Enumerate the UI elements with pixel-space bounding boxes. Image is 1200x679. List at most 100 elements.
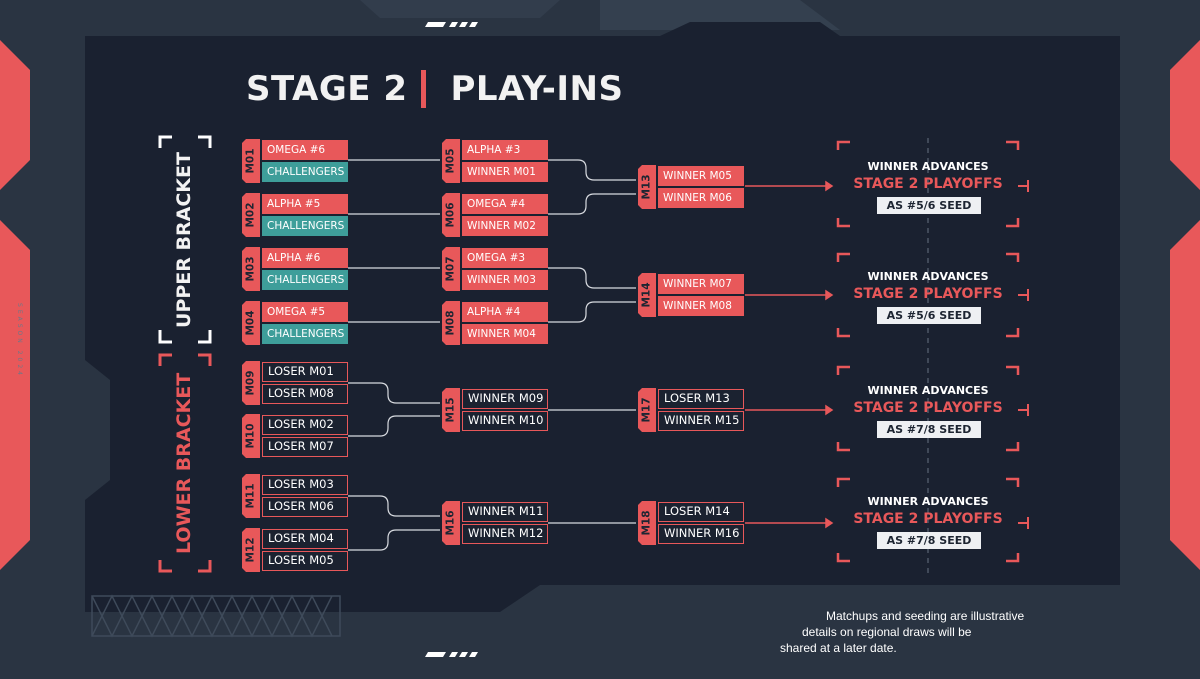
title-phase: PLAY-INS — [450, 69, 624, 109]
team-slot: CHALLENGERS — [262, 324, 348, 344]
match-tab — [442, 301, 460, 345]
match-id: M04 — [245, 310, 257, 336]
match-m18: M18 LOSER M14 WINNER M16 — [638, 501, 744, 545]
team-slot: WINNER M16 — [658, 524, 744, 544]
match-tab — [242, 301, 260, 345]
team-slot: OMEGA #3 — [462, 248, 548, 268]
team-slot: LOSER M06 — [262, 497, 348, 517]
team-slot: LOSER M13 — [658, 389, 744, 409]
team-slot: ALPHA #6 — [262, 248, 348, 268]
team-slot: WINNER M10 — [462, 411, 548, 431]
footnote: Matchups and seeding are illustrative de… — [770, 608, 1060, 656]
team-slot: LOSER M01 — [262, 362, 348, 382]
footnote-line: details on regional draws will be — [802, 625, 972, 639]
match-m05: M05 ALPHA #3 WINNER M01 — [442, 139, 548, 183]
match-tab — [442, 193, 460, 237]
team-slot: WINNER M02 — [462, 216, 548, 236]
team-slot: CHALLENGERS — [262, 216, 348, 236]
match-m17: M17 LOSER M13 WINNER M15 — [638, 388, 744, 432]
advance-destination: STAGE 2 PLAYOFFS — [853, 286, 1003, 302]
match-id: M18 — [641, 510, 653, 536]
page-title: STAGE 2 PLAY-INS — [246, 66, 623, 112]
team-slot: ALPHA #4 — [462, 302, 548, 322]
team-slot: LOSER M03 — [262, 475, 348, 495]
team-slot: LOSER M05 — [262, 551, 348, 571]
match-m11: M11 LOSER M03 LOSER M06 — [242, 474, 348, 518]
match-tab — [242, 528, 260, 572]
advance-heading: WINNER ADVANCES — [867, 384, 989, 397]
team-slot: WINNER M09 — [462, 389, 548, 409]
team-slot: WINNER M03 — [462, 270, 548, 290]
match-id: M15 — [445, 397, 457, 423]
team-slot: WINNER M01 — [462, 162, 548, 182]
match-m07: M07 OMEGA #3 WINNER M03 — [442, 247, 548, 291]
match-m03: M03 ALPHA #6 CHALLENGERS — [242, 247, 348, 291]
match-tab — [242, 361, 260, 405]
seed-badge: AS #5/6 SEED — [877, 307, 981, 324]
team-slot: LOSER M14 — [658, 502, 744, 522]
footnote-line: Matchups and seeding are illustrative — [826, 609, 1025, 623]
match-id: M08 — [445, 310, 457, 336]
match-id: M03 — [245, 256, 257, 282]
season-side-text: SEASON 2024 — [4, 300, 34, 380]
advance-heading: WINNER ADVANCES — [867, 270, 989, 283]
match-id: M14 — [641, 282, 653, 308]
advance-box: WINNER ADVANCES STAGE 2 PLAYOFFS AS #5/6… — [833, 140, 1023, 224]
match-id: M16 — [445, 510, 457, 536]
match-tab — [442, 247, 460, 291]
match-tab — [242, 193, 260, 237]
team-slot: WINNER M04 — [462, 324, 548, 344]
team-slot: CHALLENGERS — [262, 270, 348, 290]
match-m15: M15 WINNER M09 WINNER M10 — [442, 388, 548, 432]
team-slot: ALPHA #5 — [262, 194, 348, 214]
title-stage: STAGE 2 — [246, 69, 408, 109]
advance-box: WINNER ADVANCES STAGE 2 PLAYOFFS AS #7/8… — [833, 364, 1023, 448]
advance-destination: STAGE 2 PLAYOFFS — [853, 176, 1003, 192]
match-tab — [242, 139, 260, 183]
footnote-line: shared at a later date. — [780, 641, 897, 655]
match-tab — [638, 501, 656, 545]
team-slot: WINNER M05 — [658, 166, 744, 186]
team-slot: WINNER M06 — [658, 188, 744, 208]
advance-destination: STAGE 2 PLAYOFFS — [853, 511, 1003, 527]
match-tab — [442, 388, 460, 432]
seed-badge: AS #7/8 SEED — [877, 532, 981, 549]
match-tab — [638, 388, 656, 432]
match-tab — [638, 273, 656, 317]
match-tab — [638, 165, 656, 209]
match-m08: M08 ALPHA #4 WINNER M04 — [442, 301, 548, 345]
upper-bracket-label: UPPER BRACKET — [173, 152, 195, 328]
match-id: M13 — [641, 174, 653, 200]
seed-badge: AS #5/6 SEED — [877, 197, 981, 214]
match-m12: M12 LOSER M04 LOSER M05 — [242, 528, 348, 572]
team-slot: WINNER M11 — [462, 502, 548, 522]
match-id: M07 — [445, 256, 457, 282]
team-slot: WINNER M08 — [658, 296, 744, 316]
match-m04: M04 OMEGA #5 CHALLENGERS — [242, 301, 348, 345]
team-slot: LOSER M02 — [262, 415, 348, 435]
team-slot: WINNER M12 — [462, 524, 548, 544]
match-id: M11 — [245, 483, 257, 509]
match-m10: M10 LOSER M02 LOSER M07 — [242, 414, 348, 458]
team-slot: LOSER M08 — [262, 384, 348, 404]
team-slot: CHALLENGERS — [262, 162, 348, 182]
team-slot: OMEGA #6 — [262, 140, 348, 160]
team-slot: OMEGA #5 — [262, 302, 348, 322]
match-id: M10 — [245, 423, 257, 449]
team-slot: WINNER M07 — [658, 274, 744, 294]
match-tab — [242, 474, 260, 518]
match-id: M09 — [245, 370, 257, 396]
team-slot: LOSER M07 — [262, 437, 348, 457]
match-m02: M02 ALPHA #5 CHALLENGERS — [242, 193, 348, 237]
match-id: M06 — [445, 202, 457, 228]
advance-destination: STAGE 2 PLAYOFFS — [853, 400, 1003, 416]
advance-box: WINNER ADVANCES STAGE 2 PLAYOFFS AS #5/6… — [833, 250, 1023, 334]
team-slot: ALPHA #3 — [462, 140, 548, 160]
match-m14: M14 WINNER M07 WINNER M08 — [638, 273, 744, 317]
match-tab — [242, 414, 260, 458]
match-m09: M09 LOSER M01 LOSER M08 — [242, 361, 348, 405]
match-tab — [442, 501, 460, 545]
seed-badge: AS #7/8 SEED — [877, 421, 981, 438]
